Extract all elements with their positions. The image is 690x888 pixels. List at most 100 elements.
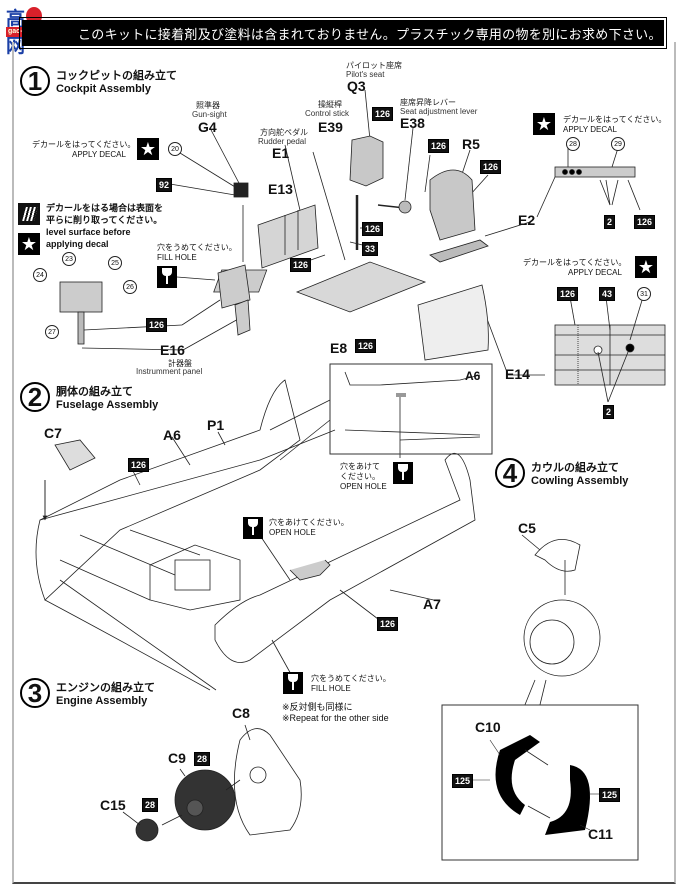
part-a7-fuselage-half bbox=[214, 453, 476, 663]
part-c15-gear bbox=[135, 818, 159, 842]
part-a6-fuselage-half bbox=[35, 379, 301, 601]
leader-line bbox=[169, 183, 236, 196]
apply-decal-note-jp: デカールをはってください。 bbox=[32, 140, 136, 149]
part-r5-label: R5 bbox=[462, 136, 480, 152]
paint-code: 2 bbox=[604, 215, 616, 229]
step-title-en: Cowling Assembly bbox=[531, 475, 629, 487]
part-c7-label: C7 bbox=[44, 425, 62, 441]
part-c5 bbox=[534, 538, 581, 572]
leader-line bbox=[81, 347, 184, 351]
open-hole-icon bbox=[393, 462, 413, 484]
paint-code: 28 bbox=[194, 752, 211, 766]
decal-star-icon: ★ bbox=[635, 256, 657, 278]
part-e39-name-en: Control stick bbox=[305, 109, 350, 118]
paint-code: 126 bbox=[355, 339, 377, 353]
part-e38-name-en: Seat adjustment lever bbox=[400, 107, 478, 116]
repeat-note-jp: ※反対側も同様に bbox=[282, 702, 353, 712]
decal-star-icon: ★ bbox=[533, 113, 555, 135]
repeat-note-en: ※Repeat for the other side bbox=[282, 713, 389, 723]
leader-line bbox=[312, 151, 346, 261]
detail-e2-decal-view bbox=[554, 166, 636, 178]
part-e1-name-en: Rudder pedal bbox=[258, 137, 307, 146]
part-c10-black bbox=[495, 735, 540, 815]
paint-code: 126 bbox=[372, 107, 394, 121]
decal-number: 27 bbox=[45, 325, 59, 339]
part-p1-label: P1 bbox=[207, 417, 225, 433]
fill-hole-icon bbox=[283, 672, 303, 694]
level-surface-note-en-1: level surface before bbox=[46, 227, 131, 237]
decal-number: 20 bbox=[168, 142, 182, 156]
page-frame bbox=[12, 42, 676, 884]
part-e16-name-en: Instrumment panel bbox=[136, 367, 203, 376]
step-4-header: 4 カウルの組み立て Cowling Assembly bbox=[495, 458, 628, 488]
part-e39-label: E39 bbox=[318, 119, 343, 135]
step-title-jp: コックピットの組み立て bbox=[56, 70, 177, 82]
part-c15-label: C15 bbox=[100, 797, 126, 813]
part-g4-name-jp: 照準器 bbox=[196, 101, 220, 110]
paint-code: 126 bbox=[428, 139, 450, 153]
a6-detail-panel bbox=[329, 363, 493, 455]
part-e39-name-jp: 操縦桿 bbox=[318, 100, 342, 109]
leader-line bbox=[181, 299, 221, 326]
step-title-jp: 胴体の組み立て bbox=[56, 386, 133, 398]
fill-hole-note-jp: 穴をうめてください。 bbox=[157, 243, 237, 252]
decal-star-icon: ★ bbox=[18, 233, 40, 255]
leader-line bbox=[404, 127, 414, 201]
open-hole-note-en: OPEN HOLE bbox=[340, 482, 387, 491]
part-e1-label: E1 bbox=[272, 145, 290, 161]
part-c9-label: C9 bbox=[168, 750, 186, 766]
part-q3-name-en: Pilot's seat bbox=[346, 70, 385, 79]
paint-code: 126 bbox=[290, 258, 312, 272]
apply-decal-note-en: APPLY DECAL bbox=[568, 268, 622, 277]
part-e38-name-jp: 座席昇降レバー bbox=[400, 98, 456, 107]
paint-code: 33 bbox=[362, 242, 379, 256]
open-hole-note-en: OPEN HOLE bbox=[269, 528, 316, 537]
part-c10-label: C10 bbox=[475, 719, 501, 735]
part-q3-seat bbox=[349, 135, 384, 187]
apply-decal-note-en: APPLY DECAL bbox=[72, 150, 126, 159]
fill-hole-note-jp: 穴をうめてください。 bbox=[311, 674, 391, 683]
part-a7-label: A7 bbox=[423, 596, 441, 612]
part-e16-label: E16 bbox=[160, 342, 185, 358]
decal-number: 31 bbox=[637, 287, 651, 301]
part-a6-label: A6 bbox=[163, 427, 181, 443]
decal-number: 26 bbox=[123, 280, 137, 294]
paint-code: 126 bbox=[557, 287, 579, 301]
level-surface-icon bbox=[18, 203, 40, 225]
open-hole-note-jp-b: ください。 bbox=[340, 472, 380, 481]
paint-code: 126 bbox=[634, 215, 656, 229]
part-e8-floor bbox=[295, 261, 427, 313]
part-q3-name-jp: パイロット座席 bbox=[346, 61, 402, 70]
part-e13-label: E13 bbox=[268, 181, 293, 197]
apply-decal-note-jp: デカールをはってください。 bbox=[563, 115, 667, 124]
paint-code: 28 bbox=[142, 798, 159, 812]
paint-code: 125 bbox=[452, 774, 474, 788]
paint-code: 125 bbox=[599, 788, 621, 802]
part-c11-black bbox=[545, 765, 590, 835]
part-c8-label: C8 bbox=[232, 705, 250, 721]
step-2-header: 2 胴体の組み立て Fuselage Assembly bbox=[20, 382, 158, 412]
part-c5-label: C5 bbox=[518, 520, 536, 536]
leader-line bbox=[179, 152, 241, 191]
a6-detail-label: A6 bbox=[465, 369, 481, 383]
decal-number: 25 bbox=[108, 256, 122, 270]
part-c7 bbox=[54, 439, 96, 471]
step-title-jp: エンジンの組み立て bbox=[56, 682, 155, 694]
part-e16-instrument-panel bbox=[59, 281, 103, 313]
decal-number: 28 bbox=[566, 137, 580, 151]
step-title-jp: カウルの組み立て bbox=[531, 462, 619, 474]
level-surface-note-jp: デカールをはる場合は表面を平らに削り取ってください。 bbox=[46, 203, 164, 225]
part-e1-name-jp: 方向舵ペダル bbox=[260, 128, 308, 137]
apply-decal-note-en: APPLY DECAL bbox=[563, 125, 617, 134]
paint-code: 92 bbox=[156, 178, 173, 192]
notice-banner: このキットに接着剤及び塗料は含まれておりません。プラスチック専用の物を別にお求め… bbox=[19, 17, 667, 49]
step-3-header: 3 エンジンの組み立て Engine Assembly bbox=[20, 678, 155, 708]
step-title-en: Fuselage Assembly bbox=[56, 399, 159, 411]
paint-code: 126 bbox=[128, 458, 150, 472]
paint-code: 43 bbox=[599, 287, 616, 301]
step-1-header: 1 コックピットの組み立て Cockpit Assembly bbox=[20, 66, 177, 96]
leader-line bbox=[424, 154, 431, 193]
fill-hole-icon bbox=[157, 266, 177, 288]
leader-line bbox=[176, 276, 216, 281]
